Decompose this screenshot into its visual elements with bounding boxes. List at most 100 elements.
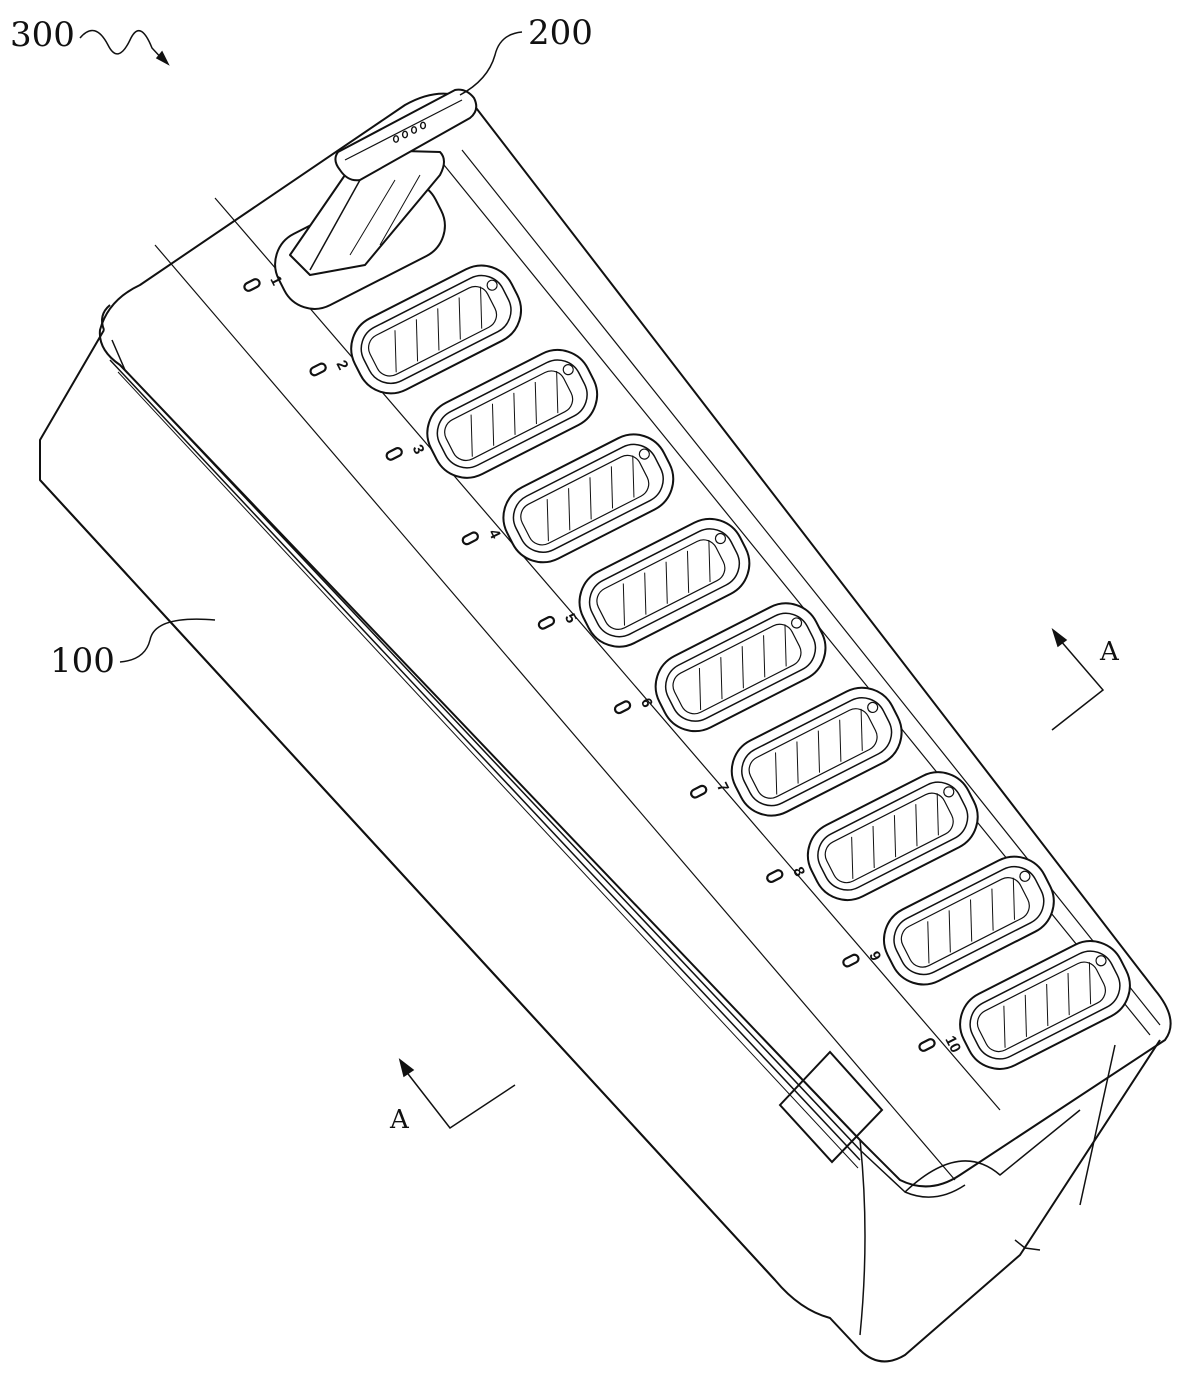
slot-hatch: [720, 657, 723, 700]
slot-cavity: [367, 285, 498, 377]
slot-6: [654, 602, 827, 733]
display-window: [778, 1050, 884, 1164]
slot-number-5: 5: [561, 611, 580, 626]
slot-number-3: 3: [409, 442, 428, 457]
label-300: 300: [10, 15, 75, 55]
slot-cavity: [900, 877, 1030, 968]
slot-hatch: [394, 330, 397, 373]
slot-inner-rim: [741, 697, 893, 807]
slot-hatch: [556, 371, 559, 414]
battery-dot: [410, 126, 418, 134]
slot-number-2: 2: [333, 358, 352, 373]
slot-number-7: 7: [713, 780, 732, 795]
slot-hatch: [644, 572, 647, 615]
slot-hatch: [893, 815, 897, 858]
slot-4: [502, 433, 675, 564]
label-200: 200: [528, 13, 593, 53]
slot-hatch: [622, 583, 626, 626]
slot-led-3: [385, 446, 403, 461]
slot-contact: [1019, 870, 1031, 882]
leaders: [79, 29, 523, 663]
battery-pack: [289, 88, 478, 276]
slot-3: [426, 349, 599, 479]
slot-hatch: [775, 752, 778, 795]
slot-inner-rim: [436, 359, 588, 469]
slot-2: [350, 264, 522, 395]
battery-indicator-dots: [392, 121, 427, 143]
slot-inner-rim: [588, 528, 741, 638]
slot-hatch: [589, 477, 592, 520]
slot-hatch: [948, 910, 951, 953]
slot-cavity: [444, 370, 574, 462]
slot-outer-rim: [426, 349, 599, 479]
section-marker-bottom: [398, 1058, 516, 1130]
slot-led-9: [842, 953, 860, 968]
slot-hatch: [470, 414, 473, 457]
slot-inner-rim: [512, 443, 664, 553]
leader-200: [459, 31, 523, 96]
slot-hatch: [632, 455, 635, 498]
slot-contact: [714, 532, 727, 545]
slot-hatch: [534, 381, 537, 425]
slot-9: [883, 855, 1055, 986]
bottom-edge: [859, 1139, 866, 1336]
slot-cavity: [824, 792, 954, 884]
slot-hatch: [784, 624, 787, 667]
slot-outer-rim: [883, 855, 1055, 986]
slot-10: [959, 940, 1131, 1070]
leader-300-arrowhead: [155, 50, 170, 66]
slot-hatch: [839, 719, 842, 762]
slot-outer-rim: [654, 602, 827, 733]
slot-number-10: 10: [941, 1033, 964, 1056]
slot-hatch: [491, 403, 495, 446]
right-body: [1079, 1044, 1116, 1206]
section-label-top: A: [1099, 637, 1120, 667]
slot-outer-rim: [578, 517, 751, 648]
slot-led-2: [309, 362, 327, 377]
top-deck-rim: [111, 339, 966, 1198]
slot-number-6: 6: [637, 695, 656, 710]
leader-100: [119, 618, 216, 663]
slot-contact: [790, 617, 803, 629]
slot-contact: [943, 786, 955, 798]
slot-number-9: 9: [865, 949, 884, 964]
slot-hatch: [698, 667, 702, 711]
slot-led-6: [613, 700, 632, 715]
slot-hatch: [480, 286, 483, 329]
slot-hatch: [610, 466, 614, 509]
left-side: [101, 304, 111, 331]
slot-hatch: [1012, 877, 1015, 920]
slot-hatch: [991, 888, 994, 931]
slot-contact: [562, 364, 574, 376]
slot-number-8: 8: [789, 864, 808, 879]
battery-top-rim: [344, 99, 463, 161]
slot-hatch: [1024, 994, 1027, 1037]
slot-hatch: [568, 488, 571, 531]
slot-hatch: [1088, 962, 1092, 1005]
slot-inner-rim: [360, 274, 512, 385]
slot-hatch: [513, 392, 516, 435]
slot-hatch: [665, 561, 668, 604]
slot-hatch: [936, 793, 939, 836]
slot-cavity: [520, 454, 650, 546]
slot-hatch: [872, 825, 875, 869]
slot-contact: [1095, 955, 1107, 967]
slot-hatch: [1046, 983, 1049, 1027]
front-face: [39, 329, 1161, 1363]
housing: [39, 92, 1172, 1363]
slot-hatch: [970, 899, 973, 942]
slot-hatch: [458, 297, 461, 340]
slot-hatch: [686, 550, 690, 593]
slot-inner-rim: [817, 781, 969, 891]
slot-contact: [867, 701, 879, 714]
slot-hatch: [546, 499, 549, 542]
slot-led-8: [766, 869, 784, 884]
slot-outer-rim: [730, 686, 903, 817]
slot-outer-rim: [502, 433, 675, 564]
slot-led-1: [243, 278, 261, 292]
slot-cavity: [976, 961, 1107, 1053]
slot-hatch: [915, 804, 918, 847]
